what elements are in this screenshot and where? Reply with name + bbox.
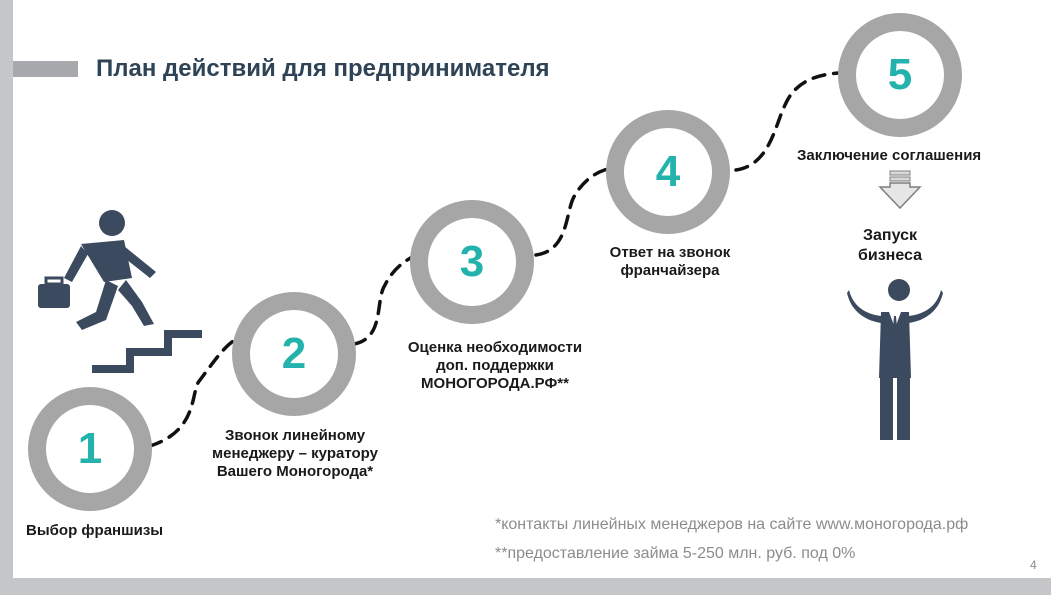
slide-bottom-border [0, 578, 1051, 595]
step-3-circle: 3 [410, 200, 534, 324]
step-4-circle: 4 [606, 110, 730, 234]
step-3-label-line: доп. поддержки [436, 357, 554, 374]
page-title: План действий для предпринимателя [96, 55, 550, 82]
step-3-label-line: МОНОГОРОДА.РФ** [421, 375, 569, 392]
step-2-label-line: менеджеру – куратору [212, 445, 378, 462]
step-5-number: 5 [887, 50, 913, 99]
step-5-label: Заключение соглашения [797, 147, 982, 164]
step-1-circle: 1 [28, 387, 152, 511]
footnote-contacts: *контакты линейных менеджеров на сайте w… [495, 516, 969, 533]
step-1-label: Выбор франшизы [26, 522, 164, 539]
footnote-loan: **предоставление займа 5-250 млн. руб. п… [495, 545, 856, 562]
step-2-number: 2 [281, 329, 307, 378]
step-4-number: 4 [655, 147, 681, 196]
step-2-label: Звонок линейному менеджеру – куратору Ва… [195, 427, 395, 481]
step-2-label-line: Вашего Моногорода* [216, 463, 374, 480]
step-4-label-line: Ответ на звонок [609, 244, 731, 261]
person-climbing-stairs-icon [38, 210, 202, 373]
title-accent-bar [13, 61, 78, 77]
step-2-circle: 2 [232, 292, 356, 416]
step-3-number: 3 [459, 237, 485, 286]
slide-left-border [0, 0, 13, 595]
launch-label-line: Запуск [863, 227, 917, 244]
step-3-label-line: Оценка необходимости [407, 339, 583, 356]
step-4-label-line: франчайзера [620, 262, 720, 279]
launch-label-line: бизнеса [857, 247, 922, 264]
businessman-celebrating-icon [847, 279, 943, 440]
launch-label: Запуск бизнеса [835, 226, 945, 266]
step-3-label: Оценка необходимости доп. поддержки МОНО… [390, 339, 600, 393]
step-5-circle: 5 [838, 13, 962, 137]
page-number: 4 [1030, 558, 1037, 572]
step-1-number: 1 [77, 424, 103, 473]
step-4-label: Ответ на звонок франчайзера [590, 244, 750, 280]
step-2-label-line: Звонок линейному [224, 427, 366, 444]
down-arrow-icon [878, 170, 922, 210]
